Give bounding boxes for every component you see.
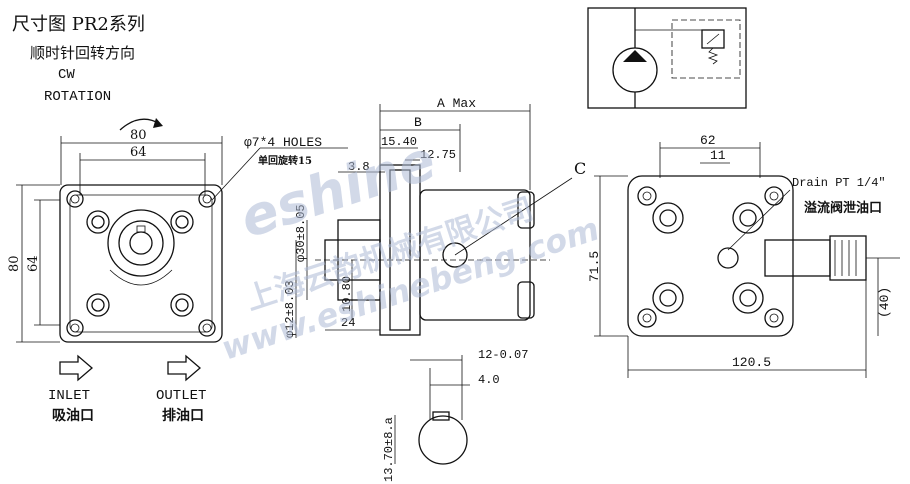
- rotation-direction-cn: 顺时针回转方向: [30, 44, 135, 62]
- front-view: 80 64 80 64 φ7*4 HOLES 单回旋转15: [7, 118, 348, 424]
- dim-a-max: A Max: [437, 96, 476, 111]
- dim-phi30: φ30±8.05: [294, 204, 308, 262]
- dim-64-left: 64: [26, 255, 41, 272]
- dim-12-75: 12.75: [420, 148, 456, 162]
- holes-label: φ7*4 HOLES: [244, 135, 322, 150]
- rotation-en-label: ROTATION: [44, 89, 111, 105]
- dim-24: 24: [341, 316, 355, 330]
- outlet-label: OUTLET: [156, 388, 206, 404]
- inlet-label: INLET: [48, 388, 90, 404]
- dim-120-5: 120.5: [732, 355, 771, 370]
- dim-10-80: 10.80: [340, 276, 354, 312]
- dim-3-8: 3.8: [348, 160, 370, 174]
- dim-4-0: 4.0: [478, 373, 500, 387]
- side-view: A Max B 15.40 12.75 3.8 C φ30±8.05 φ12±8…: [283, 96, 586, 482]
- inlet-arrow-icon: [59, 354, 93, 382]
- inlet-cn-label: 吸油口: [52, 407, 94, 424]
- drain-label: Drain PT 1/4": [792, 176, 886, 190]
- dim-80-left: 80: [7, 255, 22, 272]
- dim-13-70: 13.70±8.a: [382, 417, 396, 482]
- dim-80-top: 80: [130, 128, 147, 143]
- hydraulic-symbol: [587, 7, 747, 109]
- drawing-title: 尺寸图 PR2系列: [12, 14, 145, 35]
- dim-71-5: 71.5: [587, 251, 602, 282]
- dim-15-40: 15.40: [381, 135, 417, 149]
- dim-b: B: [414, 115, 422, 130]
- outlet-arrow-icon: [167, 354, 201, 382]
- holes-note-cn: 单回旋转15: [258, 154, 312, 167]
- outlet-cn-label: 排油口: [162, 407, 204, 424]
- drain-cn-label: 溢流阀泄油口: [804, 200, 882, 216]
- dim-11: 11: [710, 148, 726, 163]
- rotation-cw-label: CW: [58, 67, 75, 83]
- dim-12-0-07: 12-0.07: [478, 348, 528, 362]
- dim-40: (40): [877, 287, 892, 318]
- right-view: 62 11 Drain PT 1/4" 溢流阀泄油口 71.5 (40): [587, 133, 900, 378]
- dim-64-top: 64: [130, 145, 147, 160]
- dim-phi12: φ12±8.03: [283, 280, 297, 338]
- dim-62: 62: [700, 133, 716, 148]
- label-c: C: [574, 159, 586, 178]
